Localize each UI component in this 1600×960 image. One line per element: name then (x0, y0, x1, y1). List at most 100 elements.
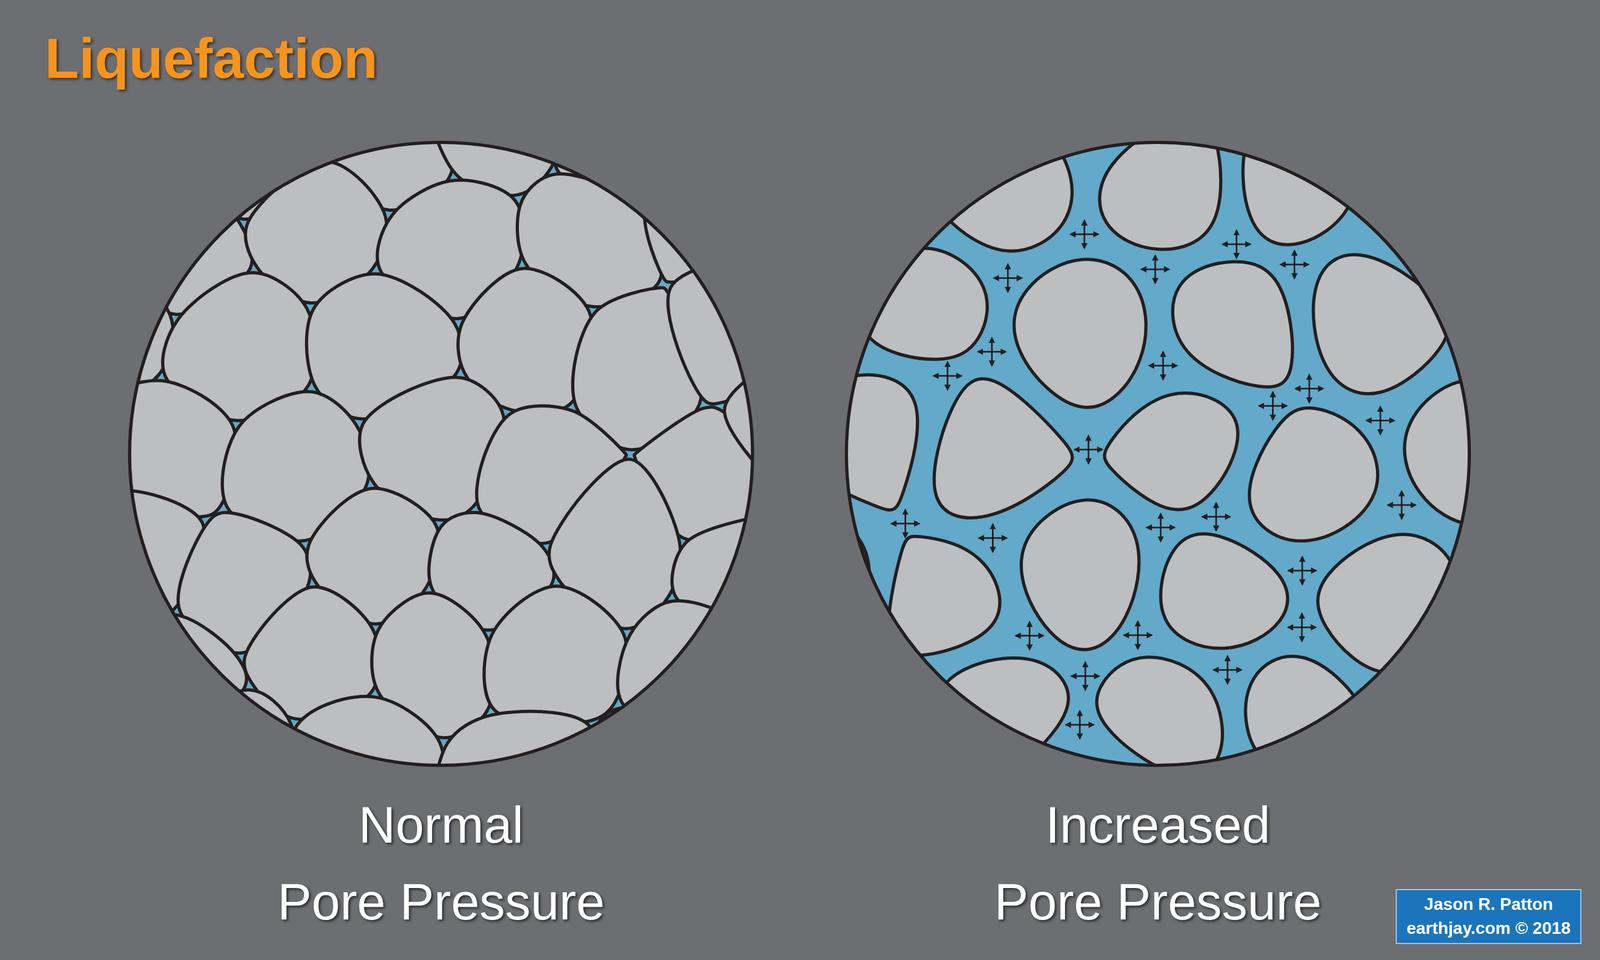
sand-grain (1096, 657, 1223, 776)
sand-grain (65, 75, 219, 205)
pressure-arrow (1137, 634, 1152, 637)
sand-grain (936, 658, 1069, 783)
pressure-arrow (1123, 634, 1138, 637)
sand-grains (704, 0, 1600, 932)
pressure-arrow (1006, 277, 1009, 292)
pressure-arrow (1301, 613, 1303, 628)
pressure-cross (994, 264, 1022, 292)
sand-grain (1313, 254, 1449, 395)
pressure-arrow (1294, 263, 1309, 266)
pressure-arrow (992, 524, 994, 539)
pressure-arrow (1288, 569, 1303, 572)
pressure-arrow (946, 376, 949, 390)
pressure-arrow (1293, 250, 1296, 265)
sand-grain (493, 0, 620, 114)
pressure-arrow (1379, 406, 1382, 421)
credit-text: Jason R. Patton (1406, 892, 1571, 917)
pressure-arrow (992, 538, 994, 552)
pressure-cross (1288, 613, 1316, 642)
pressure-arrow (1293, 264, 1296, 279)
pressure-arrow (1227, 669, 1242, 671)
credit-text: earthjay.com © 2018 (1406, 916, 1571, 941)
pressure-cross (1071, 662, 1100, 691)
pressure-arrow (1226, 669, 1229, 684)
pressure-cross (1202, 502, 1230, 531)
pressure-arrow (992, 350, 1006, 353)
pressure-arrow (1226, 656, 1229, 670)
sand-grain (932, 124, 1072, 251)
pressure-arrow (1087, 435, 1090, 450)
sand-grain (1245, 656, 1367, 776)
pressure-arrow (1301, 627, 1303, 642)
pressure-arrow (993, 537, 1007, 539)
sand-grain (1487, 535, 1600, 661)
sand-grain (1317, 534, 1460, 673)
pressure-arrow (1155, 268, 1170, 270)
pressure-arrow (1141, 268, 1156, 270)
sand-grain (859, 248, 988, 360)
pressure-arrow (1083, 234, 1086, 248)
sand-grain (1322, 13, 1432, 141)
pressure-arrow (1078, 724, 1081, 739)
pressure-cross (891, 509, 919, 538)
sand-grain (934, 378, 1073, 518)
sand-grain (784, 143, 904, 252)
sand-grain (1404, 379, 1542, 526)
pressure-cross (1066, 710, 1094, 739)
pressure-arrow (1288, 626, 1302, 629)
pressure-arrow (1380, 419, 1395, 422)
pressure-arrow (1160, 513, 1162, 528)
pressure-arrow (904, 523, 907, 538)
pressure-cross (1387, 491, 1416, 519)
sand-grain (1160, 533, 1288, 648)
pressure-cross (1015, 621, 1044, 650)
pressure-arrow (1162, 365, 1164, 380)
sample-circle: Normal Pore Pressure (121, 142, 762, 950)
pressure-arrow (1236, 243, 1251, 245)
pressure-arrow (1084, 676, 1086, 691)
pressure-arrow (1146, 526, 1161, 529)
sand-grain (1013, 259, 1146, 408)
pressure-arrow (994, 277, 1008, 279)
pressure-arrow (1295, 387, 1310, 390)
pressure-arrow (1066, 723, 1080, 726)
sand-grain (1393, 667, 1519, 789)
pressure-arrow (1029, 634, 1044, 637)
pressure-arrow (1259, 405, 1274, 407)
pressure-arrow (1149, 364, 1164, 367)
pressure-arrow (1162, 352, 1164, 366)
sand-grain (1021, 499, 1140, 650)
pressure-cross (978, 338, 1006, 366)
pressure-arrow (1163, 364, 1178, 367)
pressure-arrow (1154, 269, 1157, 284)
pressure-cross (1295, 374, 1324, 403)
pressure-arrow (947, 374, 962, 377)
pressure-arrow (1070, 233, 1085, 236)
pressure-arrow (1272, 392, 1274, 406)
pressure-cross (1288, 556, 1317, 585)
pressure-arrow (1078, 710, 1081, 725)
pressure-arrow (1235, 230, 1238, 245)
pressure-arrow (1083, 220, 1086, 235)
pressure-arrow (1301, 570, 1303, 585)
pressure-cross (1222, 230, 1251, 259)
pressure-arrow (1302, 569, 1317, 572)
pressure-arrow (1215, 516, 1218, 531)
pressure-arrow (1301, 626, 1316, 629)
pressure-arrow (1160, 526, 1175, 529)
caption-text: Increased Pore Pressure (837, 786, 1478, 941)
pressure-cross (1213, 656, 1242, 684)
caption-text: Normal Pore Pressure (121, 786, 762, 941)
pressure-arrow (891, 522, 906, 525)
sand-grain (588, 708, 727, 870)
pressure-arrow (1401, 491, 1403, 506)
pressure-arrow (1028, 621, 1031, 636)
sand-grain (1172, 261, 1293, 388)
pressure-arrow (1401, 505, 1403, 519)
pressure-arrow (1235, 244, 1238, 259)
sand-grain (428, 53, 564, 196)
sand-grain (794, 670, 919, 800)
pressure-arrow (978, 350, 992, 353)
sand-grain (165, 689, 296, 846)
pressure-arrow (1273, 405, 1287, 407)
